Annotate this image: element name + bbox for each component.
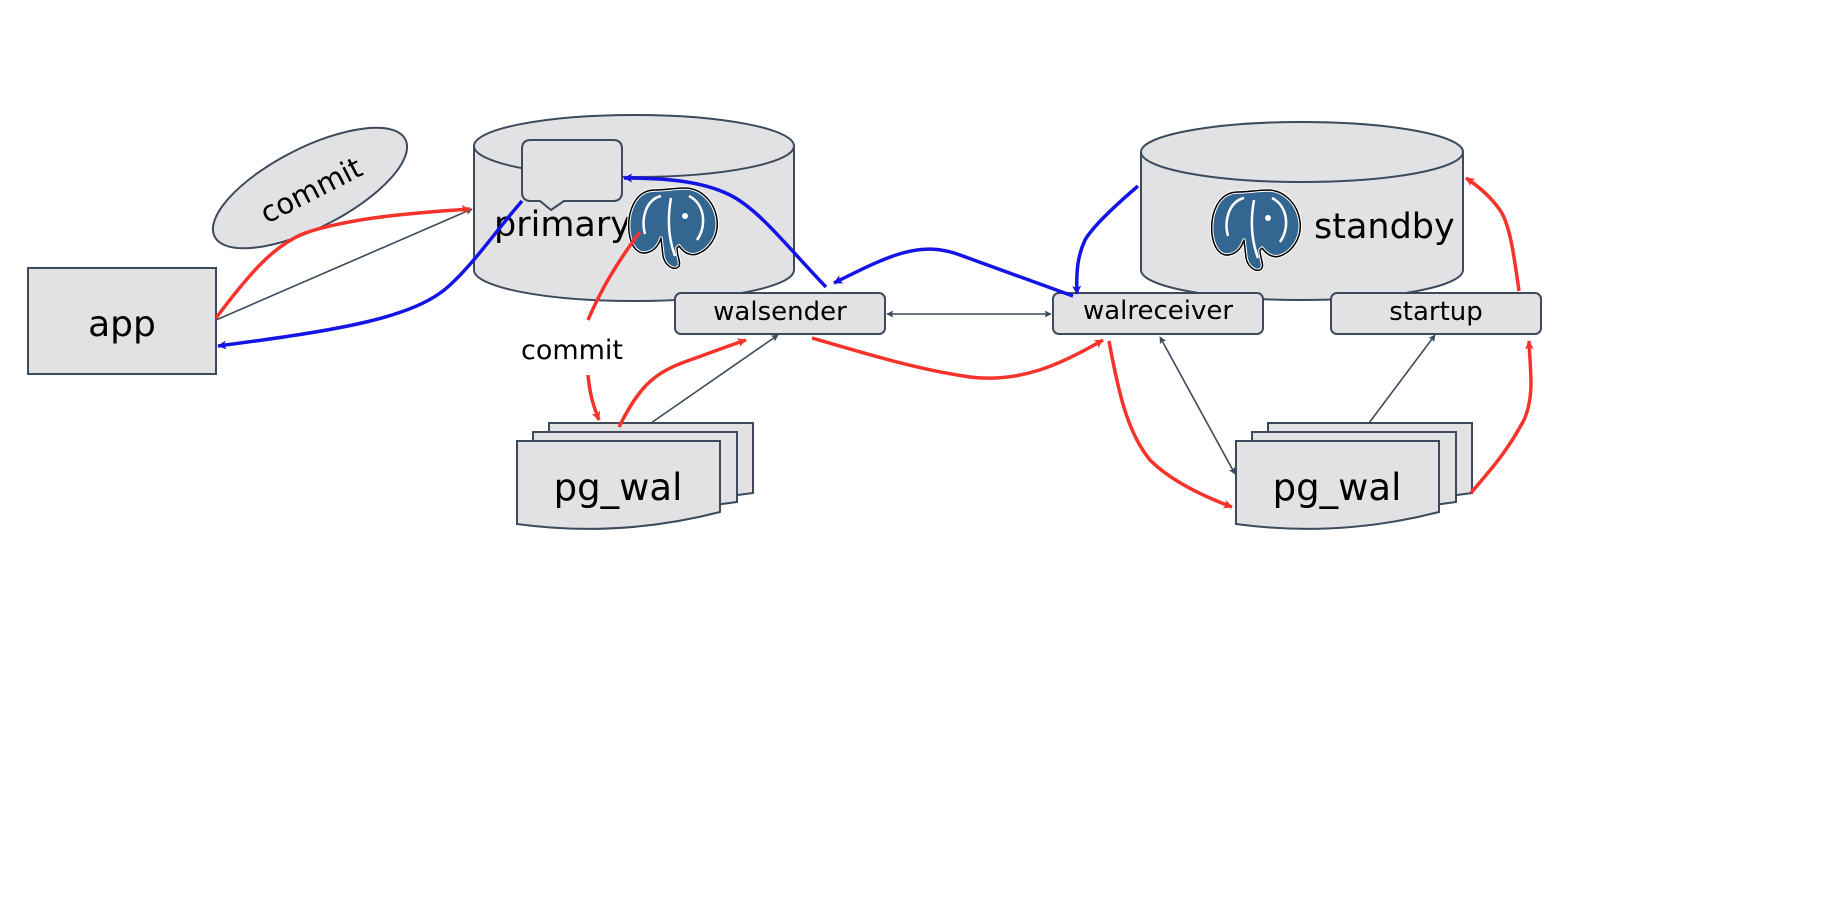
walsender-to-walreceiver-arrow	[811, 336, 1104, 380]
walreceiver-label: walreceiver	[1083, 296, 1233, 326]
app-label: app	[88, 304, 156, 345]
walsender-to-primary-ack-arrow	[623, 173, 828, 289]
pg-wal-standby-label: pg_wal	[1273, 466, 1402, 509]
walreceiver-to-standby-wal-arrow	[1107, 340, 1233, 509]
walreceiver-wal-connector	[1159, 336, 1236, 475]
wal-to-startup-connector	[1368, 334, 1436, 424]
commit-to-wal-arrow	[586, 374, 601, 421]
app-to-primary-connector	[215, 208, 473, 321]
startup-label: startup	[1389, 297, 1483, 327]
app-box	[27, 267, 217, 375]
pg-wal-primary-stack	[516, 422, 754, 530]
primary-label: primary	[494, 205, 631, 245]
wal-to-walsender-arrow	[617, 338, 747, 428]
commit-ack-arrow	[217, 199, 524, 350]
commit-label: commit	[521, 335, 623, 366]
speech-bubble-icon	[521, 139, 623, 212]
walsender-box	[674, 292, 886, 335]
walsender-label: walsender	[713, 297, 847, 327]
pg-wal-primary-label: pg_wal	[554, 466, 683, 509]
primary-to-commit-arrow	[586, 230, 642, 321]
startup-box	[1330, 292, 1542, 335]
walreceiver-to-walsender-ack-arrow	[833, 247, 1074, 298]
standby-label: standby	[1314, 207, 1455, 247]
startup-to-standby-arrow	[1465, 176, 1521, 292]
standby-to-walreceiver-arrow	[1072, 184, 1140, 295]
wal-to-walsender-connector	[650, 334, 779, 424]
walreceiver-box	[1052, 292, 1264, 335]
standby-wal-to-startup-arrow	[1469, 340, 1534, 495]
commit-request-arrow	[214, 205, 471, 320]
commit-ellipse	[211, 126, 409, 250]
pg-wal-standby-stack	[1235, 422, 1473, 530]
